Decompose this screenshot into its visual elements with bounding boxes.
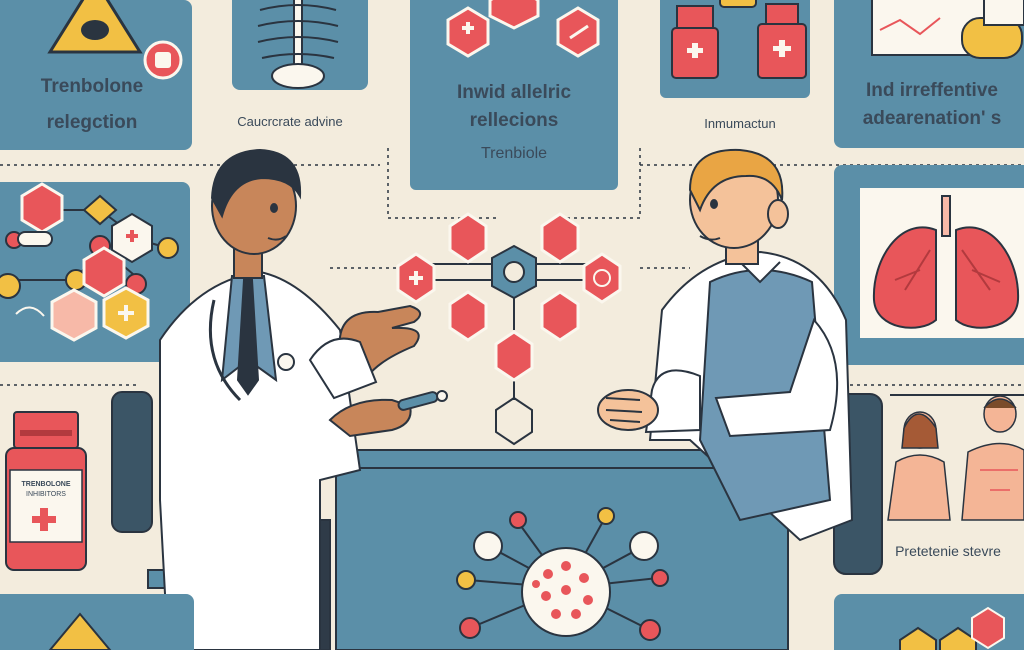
warning-icon-bottom [48,612,112,650]
panel-bottom-left [0,594,194,650]
bottle-label-2: INHIBITORS [26,491,66,498]
center-panel-label-1: Inwid allelric [457,82,571,103]
body-figures-icon [887,395,1024,521]
hex-network [396,212,622,446]
patient-figure [597,148,883,575]
panel-top-left: Trenbolone relegction [0,0,192,150]
top-mid-right-label: Inmumactun [704,116,776,131]
top-left-label-2: relegction [47,112,138,133]
panel-top-right: Ind irreffentive adearenation' s [834,0,1024,148]
bottom-right-label: Pretetenie stevre [895,543,1001,559]
top-right-label-1: Ind irreffentive [866,80,998,101]
lungs-icon [872,195,1020,329]
hexagon-medical-icon [446,0,600,58]
panel-lungs [834,165,1024,365]
panel-skeleton: Caucrcrate advine [232,0,368,129]
bottle-label-1: TRENBOLONE [22,481,71,488]
molecule-icon [0,182,179,342]
doctor-figure [111,148,448,650]
panel-bottom-right [834,594,1024,650]
panel-center-top: Inwid allelric rellecions Trenbiole [410,0,618,190]
warning-icon [47,0,143,54]
bottle-large: TRENBOLONE INHIBITORS [5,411,87,571]
medicine-bottle-icon [671,0,807,79]
center-panel-label-3: Trenbiole [481,145,547,162]
panel-left-molecules [0,182,190,362]
top-left-label-1: Trenbolone [41,76,143,97]
top-mid-left-label: Caucrcrate advine [237,114,343,129]
top-right-label-2: adearenation' s [863,108,1002,129]
skeleton-icon [257,0,339,89]
cell-molecule-icon [456,507,669,641]
panel-body-figures: Pretetenie stevre [887,394,1024,559]
center-panel-label-2: rellecions [470,110,559,131]
desk [315,449,809,650]
panel-bottles: Inmumactun [660,0,810,131]
